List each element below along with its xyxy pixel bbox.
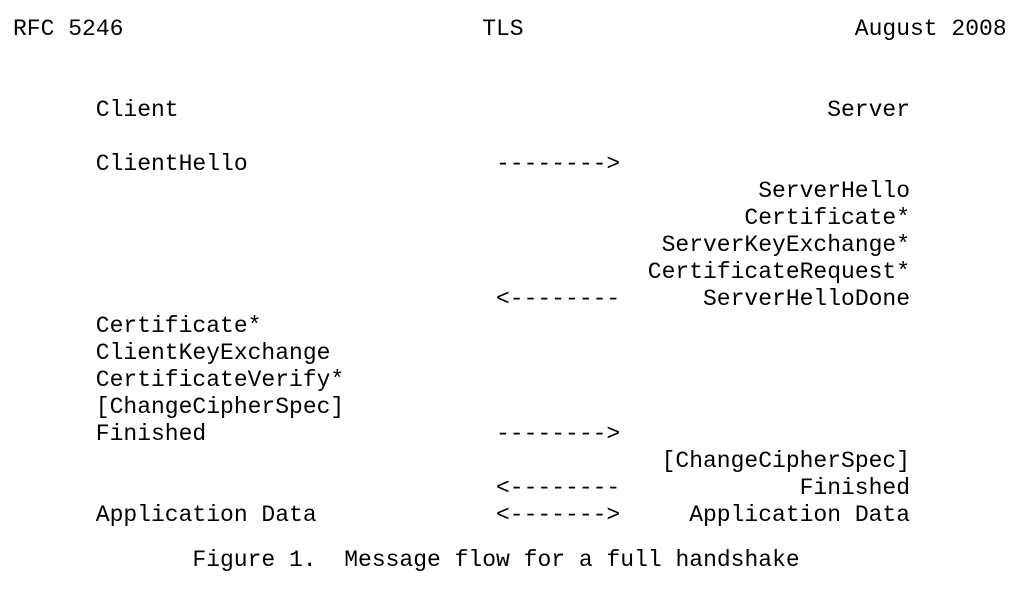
msg-client-finished: Finished — [95, 421, 207, 447]
figure-caption: Figure 1. Message flow for a full handsh… — [192, 547, 800, 574]
msg-server-certificate: Certificate* — [744, 205, 911, 231]
msg-certificateverify: CertificateVerify* — [95, 367, 345, 393]
server-actor-label: Server — [827, 97, 911, 123]
msg-server-changecipherspec: [ChangeCipherSpec] — [661, 448, 911, 474]
application-data-arrow-bidirectional: <-------> — [496, 502, 621, 528]
server-finished-arrow-left: <-------- — [496, 475, 621, 501]
msg-serverhello: ServerHello — [758, 178, 911, 204]
server-application-data: Application Data — [689, 502, 911, 528]
finished-arrow-right: --------> — [496, 421, 621, 447]
msg-client-certificate: Certificate* — [95, 313, 262, 339]
msg-client-changecipherspec: [ChangeCipherSpec] — [95, 394, 345, 420]
msg-clientkeyexchange: ClientKeyExchange — [95, 340, 331, 366]
doc-date: August 2008 — [854, 16, 1007, 42]
msg-clienthello: ClientHello — [95, 151, 248, 177]
clienthello-arrow-right: --------> — [496, 151, 621, 177]
server-flight-arrow-left: <-------- — [496, 286, 621, 312]
msg-server-finished: Finished — [799, 475, 911, 501]
msg-certificaterequest: CertificateRequest* — [647, 259, 911, 285]
msg-serverhellodone: ServerHelloDone — [703, 286, 911, 312]
client-application-data: Application Data — [95, 502, 317, 528]
msg-serverkeyexchange: ServerKeyExchange* — [661, 232, 911, 258]
doc-title: TLS — [482, 16, 524, 42]
doc-number: RFC 5246 — [13, 16, 124, 42]
client-actor-label: Client — [95, 97, 179, 123]
